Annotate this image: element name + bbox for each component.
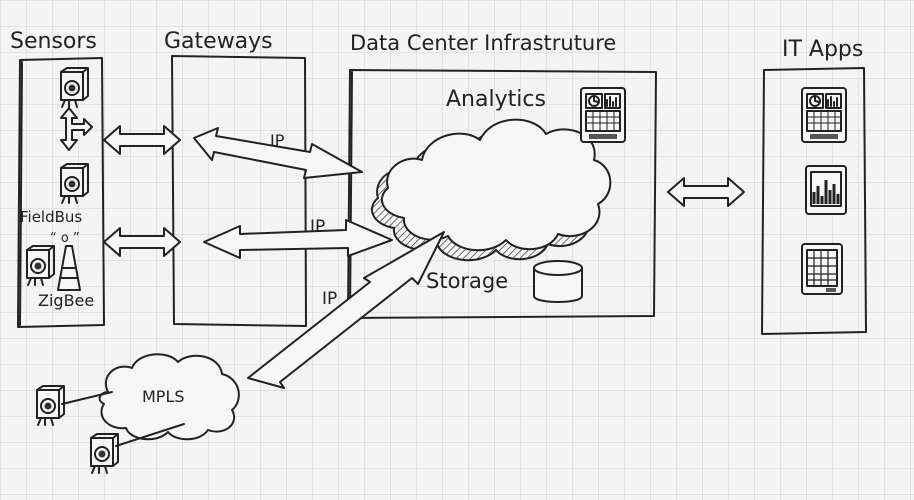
ip-label-1: IP <box>270 131 285 150</box>
gateways-header: Gateways <box>164 29 273 54</box>
fieldbus-label: FieldBus <box>20 208 82 226</box>
ip-label-2: IP <box>310 217 325 237</box>
calendar-grid-icon <box>801 243 843 295</box>
storage-label: Storage <box>426 269 508 293</box>
ip-arrow-2 <box>203 219 393 259</box>
database-icon <box>533 260 583 303</box>
dashboard-icon <box>801 87 847 143</box>
it-apps-column-box <box>761 67 867 335</box>
ip-label-3: IP <box>322 289 337 309</box>
bar-chart-icon <box>804 164 848 216</box>
sensors-column-box <box>17 57 105 328</box>
sensors-header: Sensors <box>10 29 97 54</box>
dashboard-icon <box>580 87 626 143</box>
branch-arrow-icon <box>60 107 93 151</box>
zigbee-label: ZigBee <box>38 291 94 310</box>
ip-arrow-1 <box>193 127 363 179</box>
signal-label: “ o ” <box>50 231 80 246</box>
datacenter-header: Data Center Infrastruture <box>350 31 616 55</box>
sensor-link <box>115 423 185 447</box>
gateways-column-box <box>171 55 307 327</box>
mpls-label: MPLS <box>142 387 185 406</box>
analytics-label: Analytics <box>446 87 546 112</box>
ip-arrow-3 <box>247 231 445 389</box>
it-apps-header: IT Apps <box>782 37 863 62</box>
sensor-link <box>61 391 113 405</box>
mpls-cloud-icon <box>98 353 240 441</box>
